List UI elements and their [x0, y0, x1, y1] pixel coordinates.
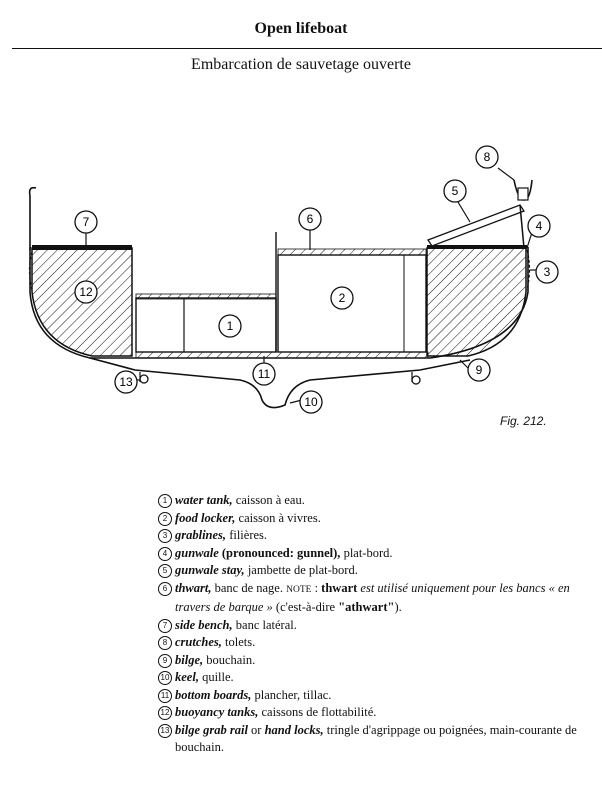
svg-text:12: 12 [79, 285, 93, 299]
bottom-boards [135, 351, 429, 359]
callout-9: 9 [467, 358, 491, 382]
lifeboat-diagram: 7 12 6 1 2 5 8 4 3 9 11 10 13 [28, 145, 559, 414]
svg-text:2: 2 [339, 291, 346, 305]
page-subtitle: Embarcation de sauvetage ouverte [191, 56, 411, 73]
water-tank [135, 297, 277, 353]
title-rule [12, 48, 602, 49]
water-tank-top [135, 293, 277, 300]
svg-text:13: 13 [119, 375, 133, 389]
callout-7: 7 [74, 210, 98, 234]
callout-4: 4 [527, 214, 551, 238]
callout-12: 12 [74, 280, 98, 304]
callout-3: 3 [535, 260, 559, 284]
svg-text:8: 8 [484, 150, 491, 164]
grab-rail-right [411, 375, 421, 385]
gunwale-stay [427, 204, 525, 247]
side-bench [32, 245, 132, 250]
svg-text:10: 10 [304, 395, 318, 409]
svg-text:1: 1 [227, 319, 234, 333]
callout-2: 2 [330, 286, 354, 310]
figure-caption: Fig. 212. [500, 414, 547, 428]
callout-10: 10 [299, 390, 323, 414]
svg-text:11: 11 [258, 367, 271, 381]
grab-rail-left [139, 374, 149, 384]
thwart [277, 248, 427, 256]
svg-text:4: 4 [536, 219, 543, 233]
grabline-left [28, 186, 37, 250]
callout-5: 5 [443, 179, 467, 203]
callout-11: 11 [252, 362, 276, 386]
svg-text:5: 5 [452, 184, 459, 198]
svg-text:9: 9 [476, 363, 483, 377]
svg-text:6: 6 [307, 212, 314, 226]
svg-text:3: 3 [544, 265, 551, 279]
svg-text:7: 7 [83, 215, 90, 229]
grabline-right [526, 249, 531, 291]
gunwale-right [427, 245, 527, 249]
hull-bottom [89, 357, 471, 409]
callout-6: 6 [298, 207, 322, 231]
buoyancy-tank-right [426, 247, 527, 357]
callout-13: 13 [114, 370, 138, 394]
callout-1: 1 [218, 314, 242, 338]
callout-8: 8 [475, 145, 499, 169]
page-title: Open lifeboat [254, 20, 348, 37]
